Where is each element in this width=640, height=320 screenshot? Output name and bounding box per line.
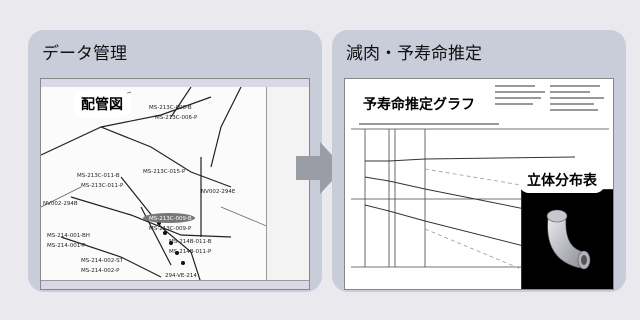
pipe-label-group: MS-213C-006-B MS-213C-006-P MS-213C-011-… [43,105,236,279]
thinning-life-estimation-title: 減肉・予寿命推定 [346,44,482,64]
pipe-label: NV002-294E [201,189,236,195]
pipe-label: MS-214B-011-P [169,249,212,255]
elbow-pipe-icon [546,209,591,270]
data-management-title: データ管理 [42,44,127,64]
property-panel [266,87,309,283]
piping-diagram-screenshot: MS-213C-006-B MS-213C-006-P MS-213C-011-… [40,78,310,290]
pipe-label: 294-VE-214 [165,273,197,279]
piping-diagram-tag: 配管図 [73,91,131,117]
pipe-label: MS-213C-009-B [149,216,192,222]
pipe-label: MS-214-002-P [81,268,120,274]
thinning-life-estimation-panel: 減肉・予寿命推定 [332,30,626,292]
pipe-label: MS-213C-006-B [149,105,192,111]
pipe-label: MS-213C-015-P [143,169,186,175]
data-management-panel: データ管理 [28,30,322,292]
pipe-label: MS-213C-011-P [81,183,124,189]
status-bar [41,280,309,289]
3d-distribution-render [521,189,613,289]
pipe-label: MS-213C-006-P [155,115,198,121]
pipe-label: MS-213C-011-B [77,173,120,179]
life-estimation-graph-tag: 予寿命推定グラフ [355,91,483,117]
pipe-label: MS-214-001-BH [47,233,90,239]
life-estimation-screenshot: 予寿命推定グラフ 立体分布表 [344,78,614,290]
3d-distribution-tag: 立体分布表 [519,167,605,193]
pipe-label: MS-214-001-P [47,243,86,249]
pipe-label: NV002-294B [43,201,78,207]
piping-diagram: MS-213C-006-B MS-213C-006-P MS-213C-011-… [41,87,269,283]
pipe-label: MS-214-002-ST [81,258,124,264]
pipe-label: MS-214B-011-B [169,239,212,245]
pipe-label: MS-213C-009-P [149,226,192,232]
